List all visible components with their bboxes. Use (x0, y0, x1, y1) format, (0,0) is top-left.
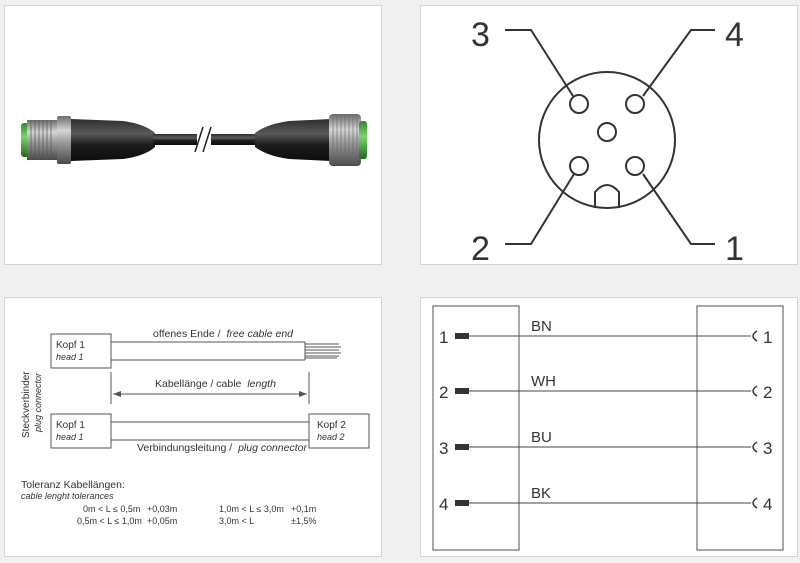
head2-label-en: head 2 (317, 432, 345, 442)
leader-4 (642, 29, 715, 97)
tol-value-1: +0,03m (147, 504, 177, 514)
wire-row-3: 3 BU 3 (439, 429, 772, 458)
cut-mark-1 (194, 126, 204, 153)
cable-left (153, 134, 197, 145)
wire-4-socket (752, 497, 758, 509)
dimension-drawing: Steckverbinder plug connector Kopf 1 hea… (21, 328, 370, 526)
plug-connector-label: Verbindungsleitung / plug connector (137, 442, 307, 454)
tol-value-3: +0,1m (291, 504, 316, 514)
tol-range-4: 3,0m < L (219, 516, 254, 526)
wire-1-left-pin: 1 (439, 328, 448, 347)
cable-right (211, 134, 257, 145)
right-overmold (255, 119, 331, 161)
head1-top-label-en: head 1 (56, 352, 84, 362)
right-connector-box (696, 305, 784, 551)
plug-connector-de: Verbindungsleitung / (137, 442, 232, 454)
pin-1 (625, 156, 645, 176)
wire-2-right-pin: 2 (763, 383, 772, 402)
wire-4-color: BK (531, 485, 551, 502)
wire-1-plug (455, 333, 469, 339)
tol-range-2: 0,5m < L ≤ 1,0m (77, 516, 142, 526)
cut-mark-2 (202, 126, 212, 153)
head1-top-label: Kopf 1 (56, 340, 85, 351)
wire-3-plug (455, 444, 469, 450)
side-label: Steckverbinder (21, 371, 32, 438)
head2-label: Kopf 2 (317, 420, 346, 431)
cable-photo-panel (4, 5, 382, 265)
wire-2-color: WH (531, 373, 556, 390)
wire-3-socket (752, 441, 758, 453)
cable-length-en: length (247, 378, 276, 390)
plug-connector-en: plug connector (237, 442, 307, 454)
wire-4-right-pin: 4 (763, 495, 772, 514)
leader-3 (505, 29, 574, 97)
dimensions-panel: Steckverbinder plug connector Kopf 1 hea… (4, 297, 382, 557)
tol-value-2: +0,05m (147, 516, 177, 526)
pin-label-2: 2 (471, 230, 490, 265)
wire-row-1: 1 BN 1 (439, 318, 772, 347)
left-overmold (71, 119, 155, 161)
free-end-label: offenes Ende / free cable end (153, 328, 294, 340)
free-end-en: free cable end (226, 328, 294, 340)
head1-bottom-label-en: head 1 (56, 432, 84, 442)
wire-row-2: 2 WH 2 (439, 373, 772, 402)
pin-label-4: 4 (725, 16, 744, 54)
wiring-diagram: 1 BN 1 2 WH 2 3 BU 3 4 BK 4 (432, 305, 784, 551)
pin-label-3: 3 (471, 16, 490, 54)
wire-2-socket (752, 385, 758, 397)
coding-key (594, 184, 620, 208)
pinout-diagram: 3 4 2 1 (471, 16, 744, 265)
wiring-panel: 1 BN 1 2 WH 2 3 BU 3 4 BK 4 (420, 297, 798, 557)
leader-2 (505, 173, 575, 245)
cable-photo (21, 114, 367, 166)
tol-range-1: 0m < L ≤ 0,5m (83, 504, 140, 514)
pin-label-1: 1 (725, 230, 744, 265)
wire-4-plug (455, 500, 469, 506)
wire-4-left-pin: 4 (439, 495, 448, 514)
wire-1-socket (752, 330, 758, 342)
free-end-de: offenes Ende / (153, 328, 221, 340)
head2-box (308, 413, 370, 449)
tolerance-title-en: cable lenght tolerances (21, 491, 114, 501)
wire-3-right-pin: 3 (763, 439, 772, 458)
pinout-panel: 3 4 2 1 (420, 5, 798, 265)
wire-3-left-pin: 3 (439, 439, 448, 458)
wire-3-color: BU (531, 429, 552, 446)
left-connector-box (432, 305, 520, 551)
connector-face (538, 71, 676, 209)
pin-2 (569, 156, 589, 176)
cable-length-de: Kabellänge / cable (155, 378, 242, 390)
pin-center (597, 122, 617, 142)
wire-1-right-pin: 1 (763, 328, 772, 347)
wire-1-color: BN (531, 318, 552, 335)
tol-value-4: ±1,5% (291, 516, 316, 526)
wire-2-plug (455, 388, 469, 394)
left-nut (57, 116, 71, 164)
head1-box-top (50, 333, 112, 369)
tol-range-3: 1,0m < L ≤ 3,0m (219, 504, 284, 514)
head1-box-bottom (50, 413, 112, 449)
pin-4 (625, 94, 645, 114)
pin-3 (569, 94, 589, 114)
cable-length-label: Kabellänge / cable length (155, 378, 276, 390)
right-end-cap (359, 121, 367, 159)
wire-2-left-pin: 2 (439, 383, 448, 402)
head1-bottom-label: Kopf 1 (56, 420, 85, 431)
leader-1 (642, 173, 715, 245)
free-cable-strands (305, 343, 341, 359)
tolerance-title: Toleranz Kabellängen: (21, 479, 125, 491)
side-label-en: plug connector (33, 372, 43, 433)
wire-row-4: 4 BK 4 (439, 485, 772, 514)
